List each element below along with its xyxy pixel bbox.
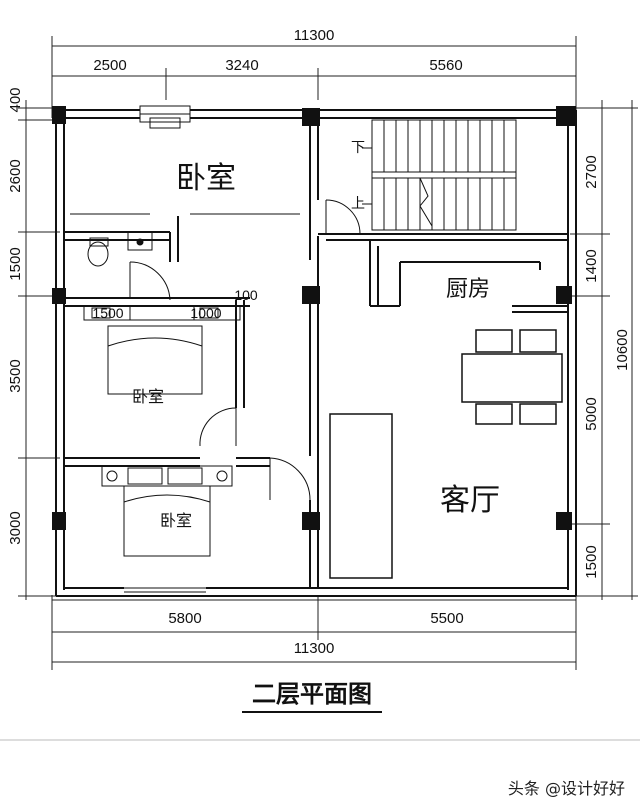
- dim-left-seg-4: 3500: [7, 359, 24, 392]
- sofa: [329, 413, 393, 579]
- bottom-dimension-lines: [51, 595, 577, 670]
- dim-top-seg-3: 5560: [429, 57, 462, 74]
- wardrobe-middle: [83, 305, 241, 321]
- mark-1500: 1500: [92, 305, 123, 321]
- room-label-bedroom-top: 卧室: [176, 161, 236, 196]
- dim-left-seg-3: 1500: [7, 247, 24, 280]
- top-dimension-lines: [51, 36, 577, 118]
- dim-top-total: 11300: [294, 27, 335, 44]
- dim-right-seg-1: 2700: [583, 155, 600, 188]
- dim-top-seg-1: 2500: [93, 57, 126, 74]
- stair-arrows: [362, 147, 433, 227]
- watermark: 头条 @设计好好: [508, 779, 625, 798]
- columns: [52, 106, 576, 530]
- room-label-bedroom-mid: 卧室: [132, 387, 164, 406]
- mark-1000: 1000: [190, 305, 221, 321]
- dim-bottom-seg-1: 5800: [168, 610, 201, 627]
- dim-left-seg-1: 400: [7, 87, 24, 112]
- dim-left-seg-5: 3000: [7, 511, 24, 544]
- right-dimension-lines: [570, 100, 638, 600]
- outer-walls: [55, 109, 577, 597]
- dim-right-seg-2: 1400: [583, 249, 600, 282]
- bed-bottom: [123, 485, 211, 557]
- dim-right-seg-4: 1500: [583, 545, 600, 578]
- mark-100: 100: [234, 287, 258, 303]
- bathroom-fixtures: [87, 231, 153, 267]
- stair-treads: [383, 120, 505, 230]
- dim-top-seg-2: 3240: [225, 57, 258, 74]
- dim-right-total: 10600: [614, 329, 631, 371]
- dining-set: [461, 329, 563, 425]
- headboard-bottom: [101, 465, 233, 487]
- plan-title: 二层平面图: [252, 680, 372, 708]
- top-window: [139, 105, 191, 129]
- bottom-window: [124, 587, 206, 593]
- room-label-living: 客厅: [440, 483, 500, 518]
- doors: [129, 199, 361, 501]
- stair-up-label: 上: [351, 195, 365, 211]
- stair-down-label: 下: [351, 139, 365, 155]
- dim-left-seg-2: 2600: [7, 159, 24, 192]
- room-label-kitchen: 厨房: [446, 277, 490, 302]
- dim-right-seg-3: 5000: [583, 397, 600, 430]
- room-label-bedroom-bottom: 卧室: [160, 511, 192, 530]
- bed-middle: [107, 325, 203, 395]
- dim-bottom-total: 11300: [294, 640, 335, 657]
- dim-bottom-seg-2: 5500: [430, 610, 463, 627]
